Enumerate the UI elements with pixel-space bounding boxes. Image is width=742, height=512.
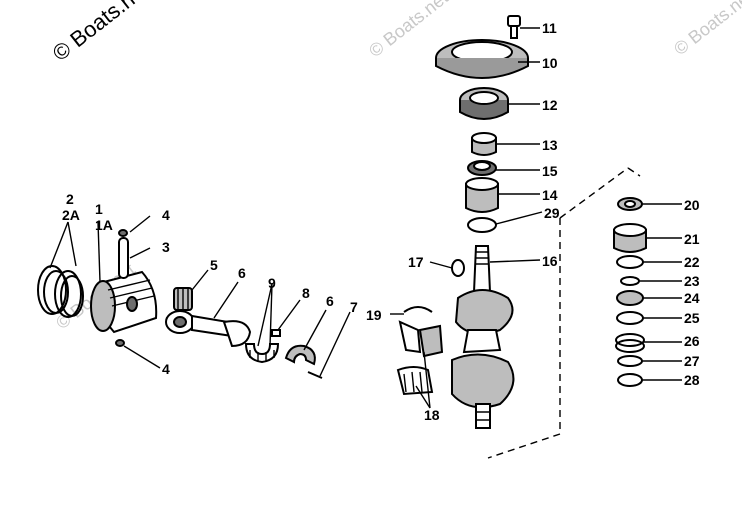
callout-9: 9 [268,275,276,291]
callout-7: 7 [350,299,358,315]
rod-cap [284,344,316,366]
callout-28: 28 [684,372,700,388]
callout-3: 3 [162,239,170,255]
cap-screw [307,371,323,379]
callout-4-top: 4 [162,207,170,223]
wrist-pin [115,229,129,347]
callout-27: 27 [684,353,700,369]
callout-21: 21 [684,231,700,247]
callout-5: 5 [210,257,218,273]
callout-1a: 1A [95,217,113,233]
callout-19: 19 [366,307,382,323]
upper-o-ring [467,217,497,233]
watermark-main: © Boats.net [48,0,154,66]
callout-11: 11 [542,20,557,36]
bearing-housing-outline [487,167,641,459]
callout-15: 15 [542,163,558,179]
flywheel-seal-plate [435,39,529,79]
callout-20: 20 [684,197,700,213]
callout-6-rod: 6 [238,265,246,281]
callout-13: 13 [542,137,558,153]
leader-lines [49,27,682,409]
lower-bearing-stack [613,197,647,387]
callout-2: 2 [66,191,74,207]
crank-key [451,259,465,277]
piston-rings [37,265,84,318]
crankshaft [451,245,515,429]
head-screw [507,15,521,39]
callout-10: 10 [542,55,558,71]
upper-seal [467,160,497,176]
callout-1: 1 [95,201,103,217]
callout-4-bottom: 4 [162,361,170,377]
callout-2a: 2A [62,207,80,223]
callout-8: 8 [302,285,310,301]
rod-washer [271,329,281,337]
callout-17: 17 [408,254,424,270]
connecting-rod [165,310,252,348]
upper-bearing-housing [459,87,509,120]
callout-23: 23 [684,273,700,289]
watermark-faint-right: © Boats.net [670,0,742,59]
needle-bearing [173,287,193,311]
upper-bushing [471,132,497,156]
callout-12: 12 [542,97,558,113]
callouts: 2 2A 1 1A 4 3 4 5 6 9 8 6 7 11 10 12 13 … [62,20,700,423]
callout-16: 16 [542,253,558,269]
piston [90,270,158,334]
callout-18: 18 [424,407,440,423]
callout-29: 29 [544,205,560,221]
callout-6-cap: 6 [326,293,334,309]
upper-main-bearing [465,177,499,213]
callout-25: 25 [684,310,700,326]
callout-26: 26 [684,333,700,349]
center-main-bearing [396,306,444,396]
rod-bearing-halves [244,343,280,364]
callout-14: 14 [542,187,558,203]
callout-22: 22 [684,254,700,270]
callout-24: 24 [684,290,700,306]
